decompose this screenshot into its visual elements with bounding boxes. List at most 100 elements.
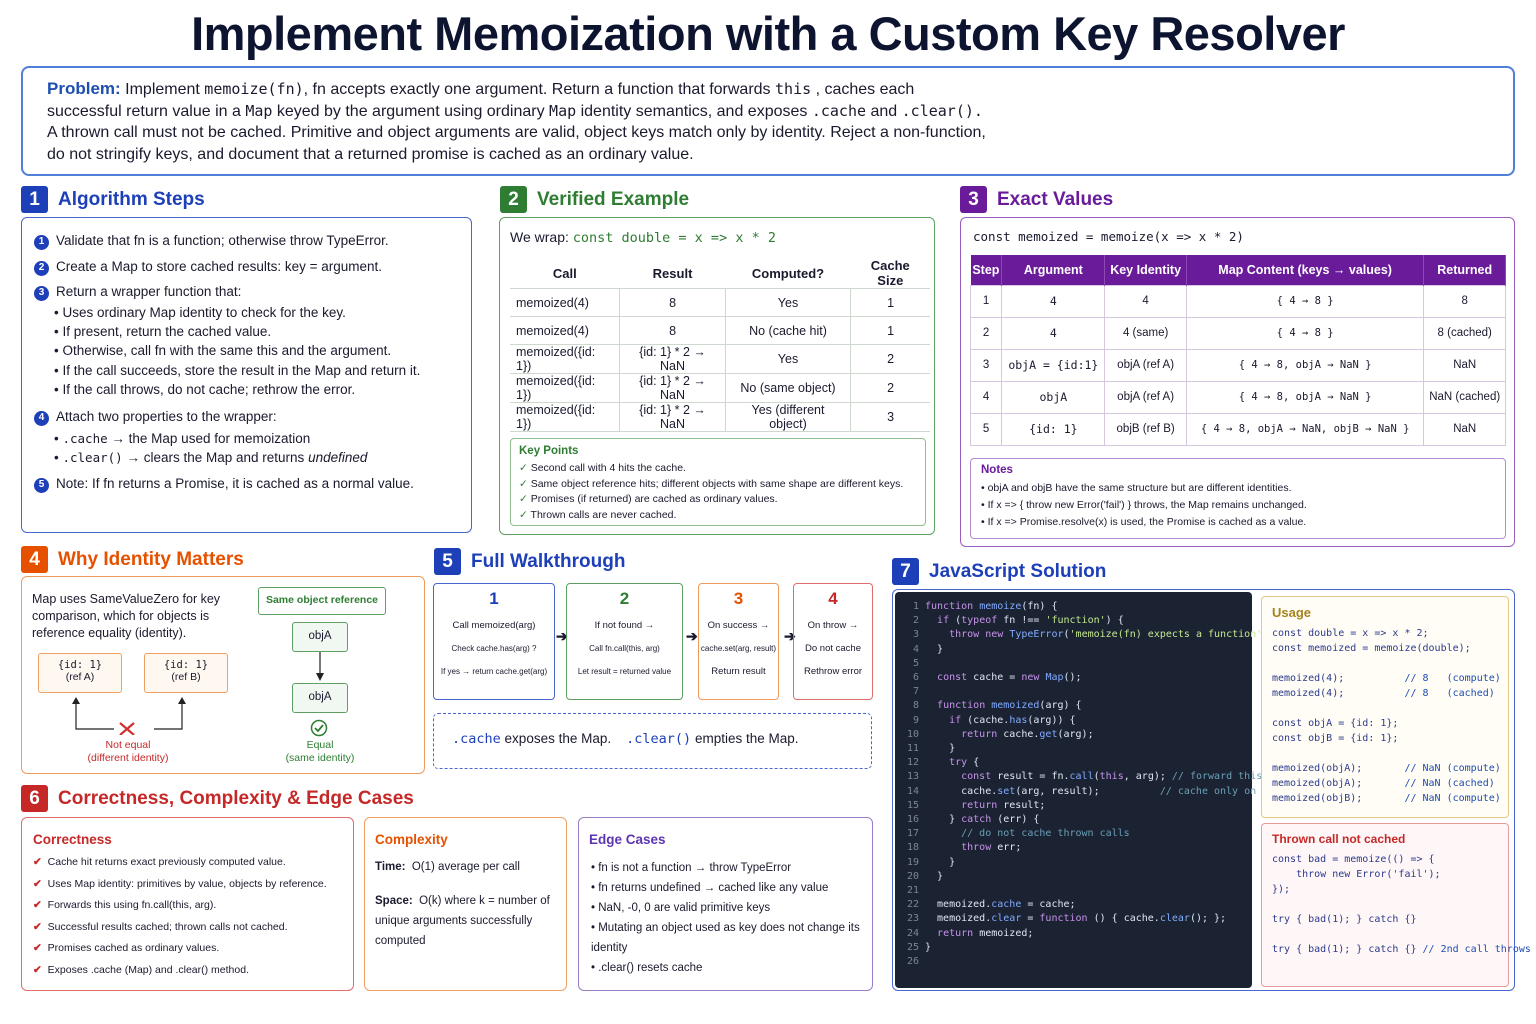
notes-box: Notes • objA and objB have the same stru… [970,458,1506,539]
card-line: If yes → return cache.get(arg) [440,667,548,676]
table-cell: memoized(4) [510,316,620,345]
table-header: Argument [1001,255,1106,285]
section-6-header: 6 Correctness, Complexity & Edge Cases [21,785,414,812]
table-cell: NaN [1423,412,1506,446]
step-subitem: • .clear() → clears the Map and returns … [54,450,368,465]
table-header: Computed? [725,258,851,289]
space-label: Space: [375,895,413,907]
section-number: 7 [892,558,919,585]
table-row: 5{id: 1}objB (ref B){ 4 → 8, objA → NaN,… [969,412,1506,446]
identity-panel: Map uses SameValueZero for key compariso… [21,576,425,774]
table-cell: {id: 1} [1001,412,1106,446]
key-point: ✓ Same object reference hits; different … [519,477,904,490]
card-line: Call fn.call(this, arg) [589,644,660,653]
not-equal-subtext: (different identity) [87,752,169,764]
table-cell: objA (ref A) [1104,380,1187,414]
table-header: Map Content (keys → values) [1186,255,1425,285]
walkthrough-footer: .cache exposes the Map. .clear() empties… [433,713,872,769]
card-line: Rethrow error [803,666,863,677]
table-cell: 8 [619,316,726,345]
card-number: 2 [619,589,630,608]
problem-code: Map [245,101,273,120]
card-line: cache.set(arg, result) [700,644,777,653]
problem-code: this [775,80,812,98]
card-line: Let result = returned value [577,667,672,676]
edge-case-item: • .clear() resets cache [591,962,703,974]
problem-text: Implement [125,81,200,98]
step-number-icon: 3 [34,285,49,301]
footer-text: empties the Map. [694,731,799,746]
card-line: Check cache.has(arg) ? [451,644,537,653]
key-point: ✓ Promises (if returned) are cached as o… [519,493,778,505]
table-cell: NaN [1423,348,1506,382]
card-line: Return result [711,666,766,677]
table-cell: memoized(4) [510,288,620,317]
card-line: Call memoized(arg) [452,620,536,631]
card-line: On success → [707,620,770,631]
table-cell: 5 [969,412,1003,446]
problem-code: memoize(fn) [204,80,304,98]
line-numbers: 1 2 3 4 5 6 7 8 9 10 11 12 13 14 15 16 1… [906,601,919,968]
thrown-call-box: Thrown call not cached const bad = memoi… [1261,823,1531,987]
table-cell: No (same object) [724,373,851,403]
correctness-item: ✔ Cache hit returns exact previously com… [33,856,286,868]
table-cell: { 4 → 8, objA → NaN, objB → NaN } [1185,412,1425,446]
arrow-right-icon: ➔ [784,628,796,644]
step-text: Create a Map to store cached results: ke… [56,259,383,274]
arrow-right-icon: ➔ [686,628,698,644]
correctness-panel: Correctness ✔ Cache hit returns exact pr… [21,817,354,991]
step-text: Validate that fn is a function; otherwis… [56,233,389,248]
note-item: • objA and objB have the same structure … [981,482,1292,494]
card-line: Do not cache [805,643,861,654]
object-key: {id: 1} [163,659,209,671]
time-label: Time: [375,861,406,873]
section-title: Correctness, Complexity & Edge Cases [58,787,414,809]
correctness-title: Correctness [33,832,112,847]
table-cell: No (cache hit) [724,316,851,345]
table-cell: objA (ref A) [1104,348,1187,382]
key-points-box: Key Points ✓ Second call with 4 hits the… [510,438,926,526]
card-number: 4 [828,589,838,608]
step-subitem: Otherwise, call fn with the same this an… [54,343,391,358]
objA-box: objA [292,622,348,652]
table-cell: 4 (same) [1104,316,1187,350]
step-text: Note: If fn returns a Promise, it is cac… [56,476,414,491]
problem-code: .clear(). [901,101,983,120]
solution-panel: 1 2 3 4 5 6 7 8 9 10 11 12 13 14 15 16 1… [892,589,1531,991]
table-cell: {id: 1} * 2 → NaN [619,344,726,374]
not-equal-connector [72,697,186,735]
section-title: Full Walkthrough [471,550,626,572]
edge-case-item: • fn returns undefined → cached like any… [591,882,829,894]
section-3-header: 3 Exact Values [960,186,1113,213]
step-subitem: If the call succeeds, store the result i… [54,363,420,378]
correctness-item: ✔ Promises cached as ordinary values. [33,942,220,954]
notes-title: Notes [981,464,1013,476]
inline-code: .cache [452,731,501,747]
step-subitem: Uses ordinary Map identity to check for … [54,305,345,320]
step-subitem-text: → the Map used for memoization [111,431,311,446]
table-cell: 3 [850,402,930,432]
not-equal-text: Not equal [105,739,151,751]
table-cell: objB (ref B) [1104,412,1187,446]
section-number: 5 [434,548,461,575]
section-4-header: 4 Why Identity Matters [21,546,244,573]
problem-text: A thrown call must not be cached. Primit… [47,124,986,141]
table-cell: 1 [850,288,930,317]
algorithm-step: 5 Note: If fn returns a Promise, it is ca… [34,475,414,493]
section-number: 3 [960,186,987,213]
step-number-icon: 5 [34,477,49,493]
table-cell: memoized({id: 1}) [510,402,620,432]
card-line: If not found → [594,620,655,631]
table-cell: objA [1001,380,1106,414]
table-cell: {id: 1} * 2 → NaN [619,373,726,403]
not-equal-label: Not equal(different identity) [68,739,188,765]
emphasis-text: undefined [308,450,368,465]
objA-box: objA [292,683,348,713]
